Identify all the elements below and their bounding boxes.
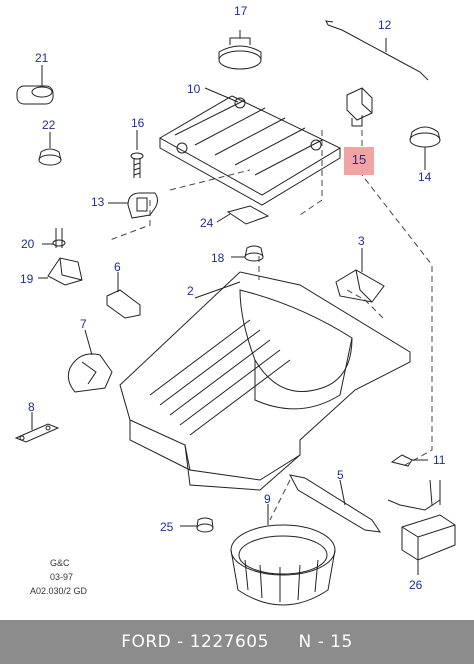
callout-2[interactable]: 2: [187, 284, 194, 298]
part-17-plug: [218, 30, 262, 70]
part-7-bracket: [67, 329, 113, 393]
parts-diagram: 15 17 12 21 10 16 22 14 13 24 20 3 18 6 …: [14, 4, 456, 606]
part-3-bracket: [335, 248, 385, 303]
callout-6[interactable]: 6: [114, 260, 121, 274]
callout-17[interactable]: 17: [234, 4, 248, 18]
dashed-guides: [109, 130, 433, 521]
part-26-clamp: [387, 479, 456, 575]
part-5-strip: [289, 474, 382, 533]
highlight-box: [344, 147, 374, 175]
footer-separator-2: -: [311, 632, 331, 652]
part-14-grommet: [409, 126, 441, 170]
callout-10[interactable]: 10: [187, 82, 201, 96]
part-15-bracket: [346, 87, 373, 127]
callout-24[interactable]: 24: [200, 216, 214, 230]
part-13-clip: [108, 192, 158, 219]
callout-11[interactable]: 11: [433, 453, 446, 467]
part-6-bracket: [106, 272, 141, 319]
part-8-strip: [14, 412, 60, 443]
part-18-nut: [231, 245, 264, 262]
callout-14[interactable]: 14: [418, 170, 432, 184]
callout-19[interactable]: 19: [20, 272, 34, 286]
callout-25[interactable]: 25: [160, 520, 174, 534]
part-2-floor-pan: [119, 271, 411, 491]
meta-line-2: 03-97: [50, 572, 74, 582]
part-19-bracket: [38, 257, 83, 286]
footer-spacer: [269, 632, 299, 652]
part-20-pin: [42, 228, 66, 248]
meta-line-3: A02.030/2 GD: [30, 586, 88, 596]
callout-8[interactable]: 8: [28, 400, 35, 414]
part-12-rod: [325, 20, 429, 81]
callout-3[interactable]: 3: [358, 234, 365, 248]
callout-13[interactable]: 13: [91, 195, 105, 209]
part-16-bolt: [130, 130, 144, 178]
footer-bar: FORD - 1227605 N - 15: [0, 620, 474, 664]
meta-line-1: G&C: [50, 558, 70, 568]
exploded-view-drawing: [14, 20, 456, 606]
callout-18[interactable]: 18: [211, 251, 225, 265]
callout-26[interactable]: 26: [409, 578, 423, 592]
callout-20[interactable]: 20: [21, 237, 35, 251]
callout-21[interactable]: 21: [35, 51, 49, 65]
part-25-nut: [180, 517, 214, 533]
footer-brand: FORD: [121, 632, 172, 652]
callout-15-highlighted[interactable]: 15: [351, 152, 367, 167]
footer-position-value: 15: [330, 632, 353, 652]
part-9-tub: [230, 504, 336, 606]
callout-5[interactable]: 5: [337, 468, 344, 482]
callout-9[interactable]: 9: [264, 492, 271, 506]
callout-12[interactable]: 12: [378, 18, 392, 32]
callout-22[interactable]: 22: [42, 118, 56, 132]
footer-position-label: N: [298, 632, 312, 652]
callout-16[interactable]: 16: [131, 116, 145, 130]
part-21-cap: [16, 65, 54, 105]
footer-part-number: 1227605: [189, 632, 269, 652]
part-11-clip: [390, 454, 428, 467]
footer-separator: -: [171, 632, 190, 652]
part-10-floor-panel: [158, 87, 342, 206]
part-22-plug: [38, 132, 62, 166]
part-24-pad: [216, 205, 270, 225]
callout-7[interactable]: 7: [80, 317, 87, 331]
